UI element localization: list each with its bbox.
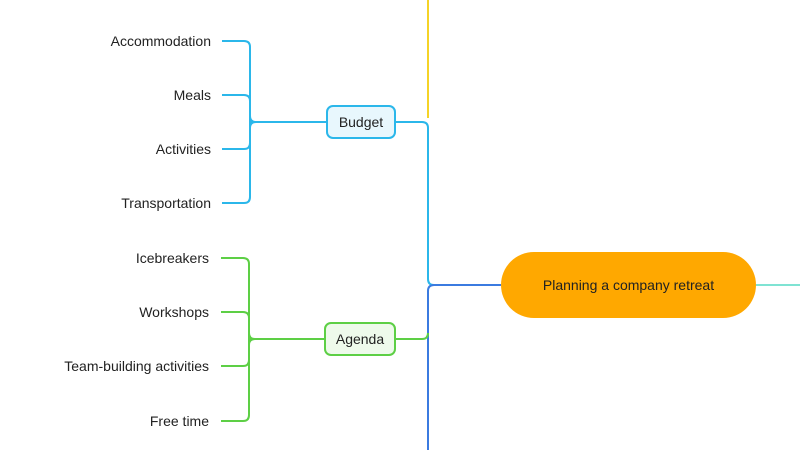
connector-bottom-blue: [427, 284, 501, 450]
central-topic[interactable]: Planning a company retreat: [501, 252, 756, 318]
connector-agenda: [396, 332, 429, 340]
leaf-meals[interactable]: Meals: [173, 87, 211, 103]
connector-budget: [396, 121, 501, 286]
topic-budget[interactable]: Budget: [326, 105, 396, 139]
leaf-accommodation[interactable]: Accommodation: [110, 33, 211, 49]
budget-bracket: [222, 40, 326, 204]
leaf-activities[interactable]: Activities: [155, 141, 211, 157]
leaf-icebreakers[interactable]: Icebreakers: [135, 250, 209, 266]
agenda-bracket: [221, 257, 324, 422]
leaf-free-time[interactable]: Free time: [149, 413, 209, 429]
leaf-workshops[interactable]: Workshops: [139, 304, 209, 320]
topic-agenda[interactable]: Agenda: [324, 322, 396, 356]
leaf-team-building[interactable]: Team-building activities: [64, 358, 209, 374]
leaf-transportation[interactable]: Transportation: [121, 195, 211, 211]
